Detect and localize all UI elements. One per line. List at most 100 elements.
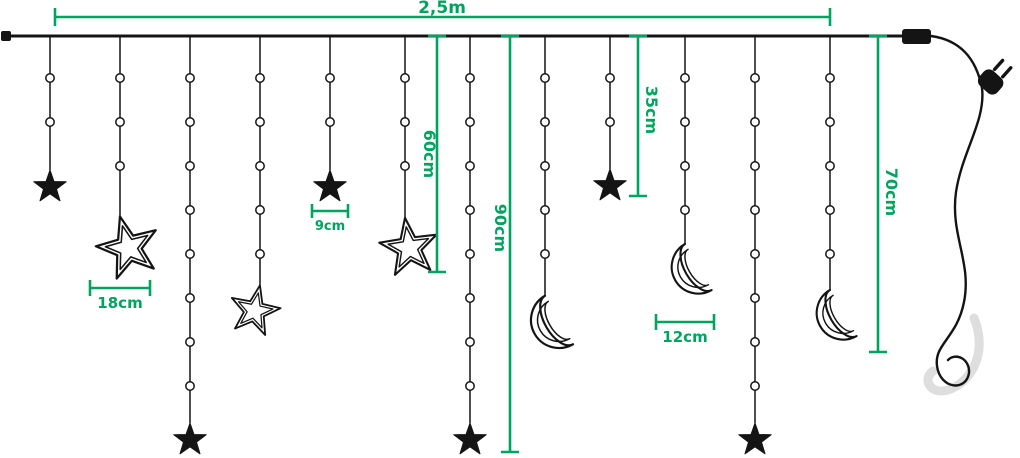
large-star-ornament — [230, 284, 282, 336]
large-star-icon — [378, 216, 438, 276]
small-star-ornament — [738, 422, 772, 455]
dimension-label: 2,5m — [418, 0, 466, 18]
led-bulb-icon — [750, 293, 760, 303]
large-star-inner-outline — [387, 226, 430, 268]
led-bulb-icon — [605, 117, 615, 127]
led-bulb-icon — [540, 249, 550, 259]
led-bulb-icon — [465, 381, 475, 391]
led-bulb-icon — [680, 73, 690, 83]
led-bulb-icon — [255, 205, 265, 215]
moon-icon — [529, 294, 575, 350]
led-bulb-icon — [465, 249, 475, 259]
small-star-icon — [593, 168, 627, 201]
led-bulb-icon — [750, 381, 760, 391]
dimension-label: 12cm — [662, 328, 707, 346]
led-bulb-icon — [400, 161, 410, 171]
dimension-total-width: 2,5m — [53, 0, 832, 26]
connector-box — [902, 29, 931, 44]
led-bulb-icon — [465, 205, 475, 215]
led-bulb-icon — [750, 337, 760, 347]
led-bulb-icon — [185, 205, 195, 215]
led-bulb-icon — [185, 117, 195, 127]
led-bulb-icon — [825, 205, 835, 215]
large-star-ornament — [94, 215, 157, 280]
led-bulb-icon — [605, 73, 615, 83]
led-bulb-icon — [255, 161, 265, 171]
moon-icon — [670, 242, 713, 295]
small-star-icon — [453, 422, 487, 455]
dimension-moon: 12cm — [654, 314, 716, 346]
eu-power-plug-icon — [977, 58, 1013, 95]
large-star-inner-outline — [237, 292, 274, 329]
light-strand — [33, 36, 67, 202]
moon-ornament — [670, 242, 713, 295]
small-star-icon — [313, 169, 347, 202]
moon-ornament — [529, 294, 575, 350]
led-bulb-icon — [825, 161, 835, 171]
moon-ornament — [815, 288, 858, 341]
power-cable — [929, 34, 984, 90]
led-bulb-icon — [680, 205, 690, 215]
watermark-swoosh — [923, 313, 984, 396]
led-bulb-icon — [185, 249, 195, 259]
moon-icon — [815, 288, 858, 341]
led-bulb-icon — [45, 117, 55, 127]
small-star-ornament — [453, 422, 487, 455]
led-bulb-icon — [540, 205, 550, 215]
small-star-ornament — [593, 168, 627, 201]
light-strand — [670, 36, 713, 295]
led-bulb-icon — [255, 117, 265, 127]
light-strand — [738, 36, 772, 455]
small-star-ornament — [173, 422, 207, 455]
led-bulb-icon — [325, 117, 335, 127]
plug-prong — [1001, 66, 1013, 79]
dimension-label: 90cm — [491, 204, 510, 252]
led-bulb-icon — [400, 117, 410, 127]
led-bulb-icon — [185, 337, 195, 347]
led-bulb-icon — [185, 161, 195, 171]
moon-inner-outline — [822, 294, 855, 335]
dimension-label: 60cm — [420, 130, 439, 178]
led-bulb-icon — [115, 161, 125, 171]
large-star-icon — [230, 284, 282, 336]
light-strand — [593, 36, 627, 201]
led-bulb-icon — [465, 337, 475, 347]
led-bulb-icon — [750, 73, 760, 83]
led-bulb-icon — [750, 249, 760, 259]
led-bulb-icon — [185, 381, 195, 391]
light-strand — [453, 36, 487, 455]
light-strand — [313, 36, 347, 202]
led-bulb-icon — [680, 161, 690, 171]
light-strand — [94, 36, 157, 280]
led-bulb-icon — [750, 161, 760, 171]
led-bulb-icon — [750, 205, 760, 215]
led-bulb-icon — [185, 73, 195, 83]
large-star-ornament — [378, 216, 438, 276]
led-bulb-icon — [400, 73, 410, 83]
led-bulb-icon — [115, 117, 125, 127]
small-star-ornament — [33, 169, 67, 202]
dimension-drop-60: 60cm — [420, 34, 446, 274]
led-bulb-icon — [540, 117, 550, 127]
led-bulb-icon — [185, 293, 195, 303]
moon-inner-outline — [677, 248, 710, 289]
light-strands — [33, 36, 858, 455]
light-strand — [815, 36, 858, 341]
light-strand — [529, 36, 575, 350]
large-star-inner-outline — [104, 225, 149, 271]
dimension-large-star: 18cm — [88, 280, 152, 312]
small-star-icon — [173, 422, 207, 455]
led-bulb-icon — [115, 73, 125, 83]
led-bulb-icon — [465, 161, 475, 171]
dimension-label: 9cm — [315, 219, 345, 234]
led-bulb-icon — [825, 249, 835, 259]
large-star-icon — [94, 215, 157, 280]
plug-body — [977, 69, 1004, 95]
dimension-drop-90: 90cm — [491, 34, 519, 454]
led-bulb-icon — [45, 73, 55, 83]
led-bulb-icon — [465, 73, 475, 83]
dimension-label: 70cm — [882, 168, 901, 216]
led-bulb-icon — [540, 73, 550, 83]
